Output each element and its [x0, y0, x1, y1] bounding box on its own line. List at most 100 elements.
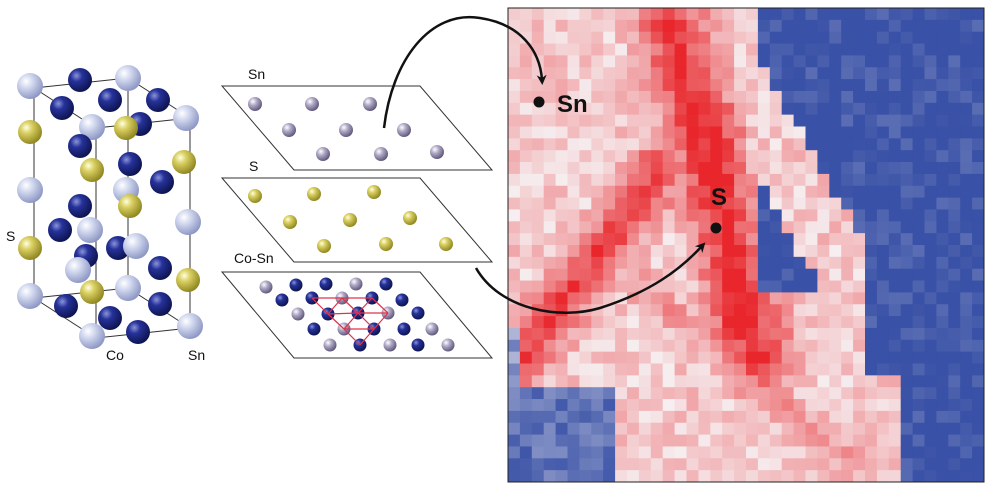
- map-cell: [591, 316, 604, 329]
- map-cell: [603, 245, 616, 258]
- map-cell: [793, 422, 806, 435]
- layer-atom-s: [317, 239, 331, 253]
- map-cell: [615, 422, 628, 435]
- map-cell: [615, 375, 628, 388]
- map-cell: [674, 90, 687, 104]
- map-cell: [686, 280, 699, 293]
- map-cell: [638, 316, 652, 329]
- map-cell: [829, 162, 842, 175]
- map-cell: [591, 197, 604, 210]
- map-cell: [853, 90, 866, 104]
- map-cell: [627, 327, 640, 341]
- map-cell: [769, 399, 783, 412]
- map-cell: [627, 458, 640, 471]
- map-cell: [722, 280, 735, 293]
- map-cell: [960, 67, 973, 80]
- map-cell: [591, 90, 604, 104]
- map-cell: [817, 304, 830, 317]
- map-cell: [781, 197, 794, 210]
- map-cell: [603, 173, 616, 187]
- crystal-atom-sn: [177, 313, 203, 339]
- map-cell: [972, 327, 984, 341]
- map-cell: [888, 233, 902, 246]
- map-cell: [531, 363, 545, 376]
- map-cell: [674, 470, 687, 482]
- map-cell: [508, 316, 521, 329]
- map-cell: [972, 114, 984, 127]
- map-cell: [603, 185, 616, 198]
- map-cell: [698, 410, 711, 424]
- map-cell: [817, 422, 830, 435]
- map-cell: [543, 458, 556, 471]
- map-cell: [948, 316, 961, 329]
- map-cell: [960, 90, 973, 104]
- map-cell: [734, 316, 747, 329]
- map-cell: [710, 185, 723, 198]
- map-cell: [817, 55, 830, 68]
- map-heatmap: [508, 8, 984, 482]
- map-cell: [567, 197, 580, 210]
- map-cell: [627, 375, 640, 388]
- map-cell: [865, 221, 878, 234]
- map-cell: [900, 316, 913, 329]
- map-cell: [543, 387, 556, 400]
- map-cell: [710, 375, 723, 388]
- map-cell: [888, 102, 902, 116]
- map-cell: [567, 31, 580, 44]
- map-cell: [627, 31, 640, 44]
- map-cell: [686, 446, 699, 459]
- map-cell: [579, 399, 592, 412]
- map-cell: [543, 209, 556, 222]
- map-cell: [698, 458, 711, 471]
- map-cell: [757, 399, 771, 412]
- map-cell: [638, 43, 652, 56]
- map-cell: [567, 162, 580, 175]
- map-cell: [519, 102, 533, 116]
- map-cell: [757, 422, 771, 435]
- map-cell: [555, 67, 568, 80]
- map-cell: [841, 209, 854, 222]
- map-cell: [662, 470, 675, 482]
- map-cell: [603, 327, 616, 341]
- crystal-atom-s: [172, 150, 196, 174]
- map-cell: [900, 114, 913, 127]
- map-cell: [579, 339, 592, 353]
- map-cell: [876, 67, 890, 80]
- map-cell: [567, 19, 580, 33]
- map-cell: [781, 339, 794, 353]
- map-cell: [650, 114, 664, 127]
- map-cell: [805, 387, 818, 400]
- map-cell: [722, 245, 735, 258]
- map-cell: [936, 327, 949, 341]
- map-cell: [888, 8, 902, 21]
- map-cell: [853, 114, 866, 127]
- map-cell: [543, 8, 556, 21]
- map-cell: [710, 316, 723, 329]
- map-cell: [555, 55, 568, 68]
- map-cell: [888, 292, 902, 305]
- map-cell: [781, 280, 794, 293]
- map-cell: [900, 55, 913, 68]
- map-cell: [746, 67, 759, 80]
- map-cell: [508, 55, 521, 68]
- crystal-atom-co: [54, 294, 78, 318]
- map-cell: [746, 434, 759, 447]
- map-cell: [603, 67, 616, 80]
- map-cell: [746, 221, 759, 234]
- map-cell: [960, 221, 973, 234]
- map-cell: [853, 316, 866, 329]
- map-cell: [829, 90, 842, 104]
- map-cell: [888, 197, 902, 210]
- map-cell: [829, 458, 842, 471]
- map-cell: [936, 221, 949, 234]
- map-cell: [888, 387, 902, 400]
- map-cell: [508, 150, 521, 163]
- map-cell: [603, 470, 616, 482]
- map-cell: [936, 114, 949, 127]
- map-cell: [924, 162, 937, 175]
- map-cell: [746, 339, 759, 353]
- map-cell: [769, 422, 783, 435]
- map-cell: [972, 138, 984, 151]
- map-cell: [900, 470, 913, 482]
- map-cell: [508, 327, 521, 341]
